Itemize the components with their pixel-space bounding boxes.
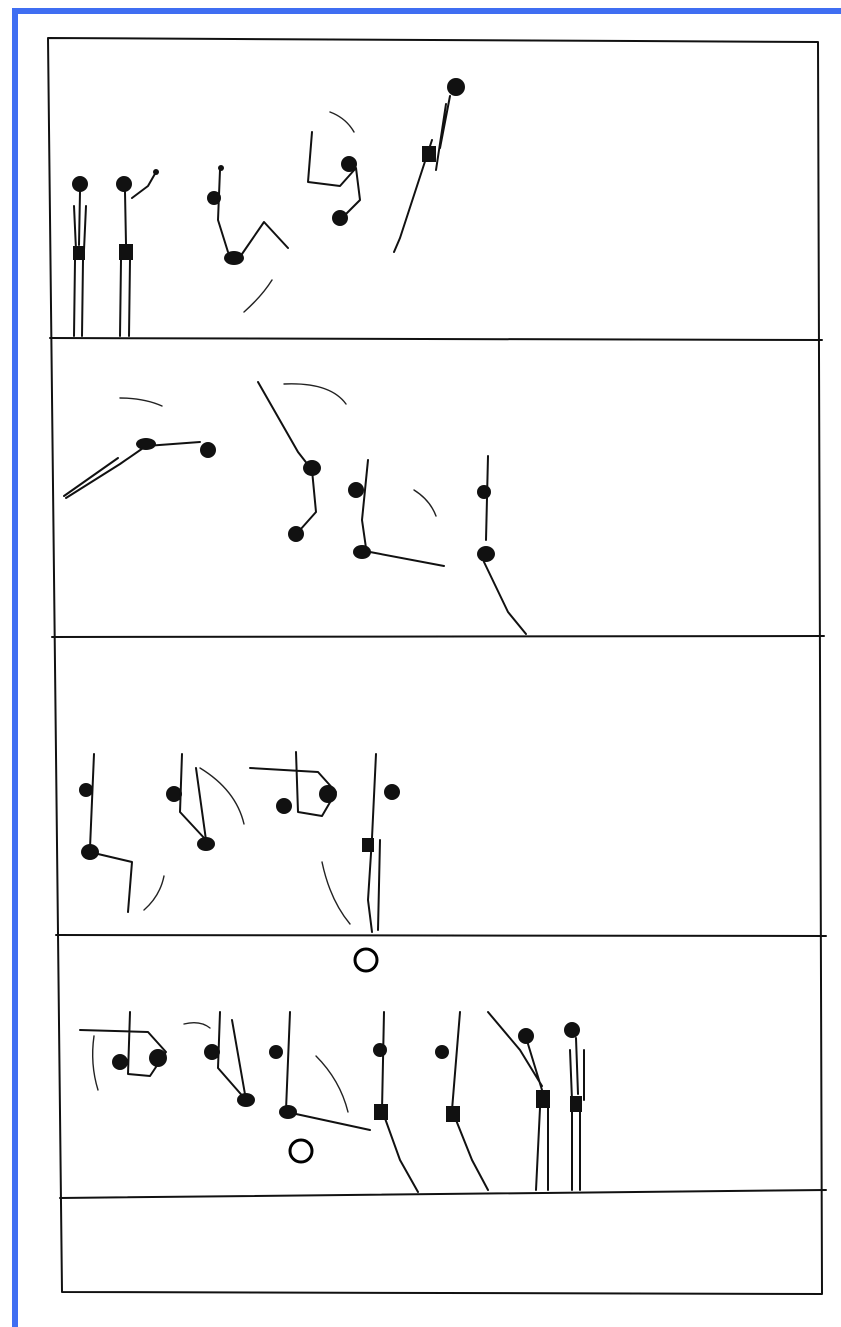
circle-marker: [355, 949, 377, 971]
figure-layout-horizontal: [64, 438, 216, 498]
figure-standing-arms-up: [362, 754, 400, 932]
figure-somersault-1: [308, 132, 360, 226]
motion-arrow: [244, 280, 272, 312]
figure-standing-4: [564, 1022, 584, 1190]
motion-arrow: [414, 490, 436, 516]
motion-arrow: [322, 862, 350, 924]
panel-borders: [48, 38, 826, 1294]
figure-seated-tuck-1: [79, 754, 132, 912]
figure-entry-straight: [477, 456, 526, 634]
figure-pike-1: [207, 165, 288, 265]
motion-arrow: [120, 398, 162, 406]
figure-standing-2: [116, 169, 159, 336]
figure-straight-2: [435, 1012, 488, 1190]
panel-row-3: [79, 752, 400, 971]
motion-arrow: [144, 876, 164, 910]
figure-pike-3: [204, 1012, 255, 1107]
circle-marker: [290, 1140, 312, 1162]
motion-arrow: [284, 384, 346, 404]
figure-pike-2: [166, 754, 215, 851]
figure-standing-1: [72, 176, 88, 336]
figure-dive-inverted: [258, 382, 321, 542]
figure-layout-dive-1: [394, 78, 465, 252]
panel-row-2: [64, 382, 526, 634]
motion-arrow: [316, 1056, 348, 1112]
panel-row-1: [72, 78, 465, 336]
panel-row-4: [80, 1012, 584, 1192]
motion-arrow: [93, 1036, 98, 1090]
figure-seated-pike: [348, 460, 444, 566]
figure-straight-1: [373, 1012, 418, 1192]
figure-tuck-somersault: [250, 752, 337, 816]
figure-seated-pike-2: [269, 1012, 370, 1130]
motion-arrow: [330, 112, 354, 132]
motion-arrow: [184, 1023, 210, 1028]
figure-standing-3: [488, 1012, 550, 1190]
motion-arrow: [200, 768, 244, 824]
